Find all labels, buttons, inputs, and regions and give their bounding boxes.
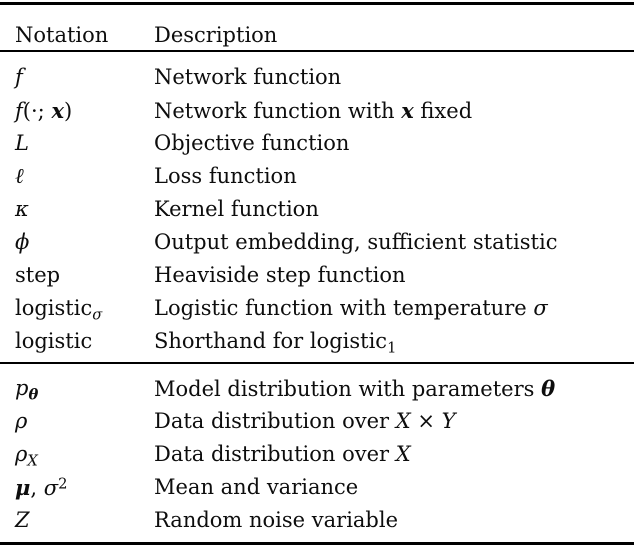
table-row: step Heaviside step function (0, 259, 634, 292)
math-segment: Objective function (154, 131, 350, 155)
description-cell: Data distribution over X × Y (154, 405, 634, 438)
math-segment: Random noise variable (154, 508, 399, 532)
math-segment: fixed (413, 99, 473, 123)
notation-cell: f (0, 61, 154, 94)
description-cell: Model distribution with parameters θ (154, 372, 634, 405)
description-cell: Logistic function with temperature σ (154, 292, 634, 325)
math-segment: σ (92, 306, 103, 324)
notation-cell: μ, σ2 (0, 471, 154, 504)
header-rule (0, 50, 634, 52)
math-segment: μ (15, 475, 31, 500)
math-segment: p (15, 376, 29, 400)
table-header: Notation Description (0, 5, 634, 50)
math-segment: Network function with (154, 99, 402, 123)
description-cell: Kernel function (154, 193, 634, 226)
header-description: Description (154, 23, 278, 47)
description-cell: Network function with x fixed (154, 94, 634, 127)
notation-cell: ρ (0, 405, 154, 438)
math-segment: ϕ (15, 230, 30, 254)
math-segment: θ (28, 386, 39, 404)
table-row: f(·; x)Network function with x fixed (0, 94, 634, 127)
notation-cell: logistic (0, 325, 154, 358)
math-segment: Z (15, 508, 30, 532)
description-cell: Loss function (154, 160, 634, 193)
table-row: logistic Shorthand for logistic1 (0, 325, 634, 358)
notation-cell: Z (0, 504, 154, 537)
math-segment: Output embedding, sufficient statistic (154, 230, 558, 254)
notation-cell: logisticσ (0, 292, 154, 325)
math-segment: Data distribution over (154, 442, 396, 466)
description-cell: Random noise variable (154, 504, 634, 537)
math-segment: σ (533, 296, 548, 320)
math-segment: κ (15, 197, 29, 221)
math-segment: ) (63, 99, 73, 123)
math-segment: 2 (58, 475, 68, 493)
math-segment: Shorthand for logistic (154, 329, 388, 353)
math-segment: ( (22, 99, 31, 123)
math-segment: ρ (15, 409, 28, 433)
table-row: ℓ Loss function (0, 160, 634, 193)
math-segment: Loss function (154, 164, 297, 188)
math-segment: , (30, 476, 44, 500)
math-segment: L (15, 131, 29, 155)
notation-cell: ϕ (0, 226, 154, 259)
table-row: f Network function (0, 61, 634, 94)
table-row: Z Random noise variable (0, 504, 634, 537)
math-segment: logistic (15, 329, 93, 353)
math-segment: logistic (15, 296, 93, 320)
table-row: ρ Data distribution over X × Y (0, 405, 634, 438)
math-segment: Y (441, 409, 456, 433)
notation-cell: pθ (0, 372, 154, 405)
math-segment: f (15, 65, 23, 89)
description-cell: Heaviside step function (154, 259, 634, 292)
description-cell: Mean and variance (154, 471, 634, 504)
description-cell: Shorthand for logistic1 (154, 325, 634, 358)
top-rule (0, 2, 634, 5)
header-notation: Notation (15, 23, 109, 47)
math-segment: Model distribution with parameters (154, 377, 542, 401)
math-segment: θ (541, 376, 556, 401)
bottom-rule (0, 542, 634, 545)
math-segment: X (395, 442, 411, 466)
math-segment: σ (43, 476, 59, 500)
math-segment: x (51, 98, 64, 123)
math-segment: · (30, 99, 38, 123)
math-segment: Data distribution over (154, 409, 396, 433)
description-cell: Network function (154, 61, 634, 94)
math-segment: step (15, 263, 61, 287)
description-cell: Data distribution over X (154, 438, 634, 471)
math-segment: Logistic function with temperature (154, 296, 534, 320)
math-segment: × (410, 409, 442, 433)
mid-rule (0, 362, 634, 364)
math-segment: ℓ (15, 164, 24, 188)
math-segment: Heaviside step function (154, 263, 406, 287)
description-cell: Objective function (154, 127, 634, 160)
math-segment: 1 (387, 339, 397, 357)
math-segment: Network function (154, 65, 342, 89)
table-row: κ Kernel function (0, 193, 634, 226)
math-segment: ; (37, 99, 52, 123)
notation-cell: ρX (0, 438, 154, 471)
math-segment: ρ (15, 442, 28, 466)
math-segment: X (395, 409, 411, 433)
math-segment: Kernel function (154, 197, 319, 221)
notation-cell: κ (0, 193, 154, 226)
notation-cell: f(·; x) (0, 94, 154, 127)
notation-cell: ℓ (0, 160, 154, 193)
math-segment: x (401, 98, 414, 123)
math-segment: f (15, 99, 23, 123)
table-row: L Objective function (0, 127, 634, 160)
math-segment: Mean and variance (154, 475, 359, 499)
description-cell: Output embedding, sufficient statistic (154, 226, 634, 259)
table-row: ϕ Output embedding, sufficient statistic (0, 226, 634, 259)
notation-cell: step (0, 259, 154, 292)
notation-cell: L (0, 127, 154, 160)
math-segment: X (27, 452, 38, 470)
